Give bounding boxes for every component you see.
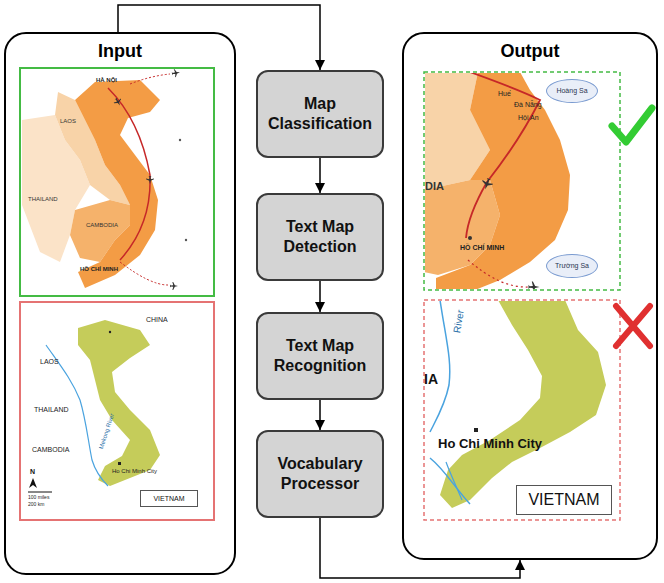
node-label: VIETNAM: [153, 495, 184, 503]
map-label: River: [452, 309, 466, 334]
output-panel: OutputHoàng Sa Trường Sa VIETNAM: [402, 32, 658, 560]
process-box: Vocabulary Processor: [256, 430, 384, 518]
map-label: Ho Chi Minh City: [112, 468, 157, 474]
node-label: VIETNAM: [528, 491, 599, 509]
process-box: Text Map Recognition: [256, 312, 384, 400]
map-label: LAOS: [40, 358, 59, 365]
map-label: Huế: [498, 90, 511, 97]
node-label: Text Map Recognition: [264, 336, 376, 376]
process-box: Text Map Detection: [256, 193, 384, 281]
green-map-crop: [430, 301, 606, 508]
green-map: [28, 320, 160, 492]
map-label: 100 miles: [28, 495, 49, 500]
flow-arrow: [118, 5, 320, 70]
island-oval: Hoàng Sa: [546, 79, 598, 103]
orange-map: [22, 69, 187, 290]
map-label: THAILAND: [34, 406, 69, 413]
map-title-box: VIETNAM: [140, 490, 198, 507]
map-label: Mekong River: [98, 413, 115, 450]
map-label: HÀ NỘI: [96, 77, 117, 83]
map-label: CHINA: [146, 316, 168, 323]
map-label: Đà Nẵng: [514, 101, 542, 108]
map-label: LAOS: [60, 118, 76, 124]
check-mark: [612, 108, 652, 142]
map-label: CAMBODIA: [32, 446, 69, 453]
flow-arrow: [319, 158, 321, 193]
map-label: 200 km: [28, 502, 44, 507]
process-box: Map Classification: [256, 70, 384, 158]
node-label: Hoàng Sa: [556, 87, 587, 95]
cross-mark: [616, 306, 650, 346]
node-label: Trường Sa: [555, 262, 589, 270]
panel-title: Input: [6, 41, 234, 62]
input-panel: InputVIETNAM: [4, 32, 236, 575]
map-label: N: [30, 468, 35, 475]
flow-arrow: [319, 281, 321, 312]
flow-arrow: [320, 518, 520, 578]
map-label: IA: [424, 372, 438, 386]
island-oval: Trường Sa: [546, 254, 598, 278]
flow-arrow: [319, 400, 321, 430]
node-label: Text Map Detection: [264, 217, 376, 257]
map-label: CAMBODIA: [86, 222, 118, 228]
node-label: Map Classification: [264, 94, 376, 134]
map-label: HỒ CHÍ MINH: [80, 266, 118, 272]
node-label: Vocabulary Processor: [264, 454, 376, 494]
map-label: Hội An: [518, 114, 539, 121]
map-label: DIA: [425, 181, 444, 192]
map-label: THAILAND: [28, 196, 58, 202]
map-label: Ho Chi Minh City: [438, 437, 542, 450]
map-title-box: VIETNAM: [516, 485, 612, 515]
map-label: HỒ CHÍ MINH: [460, 244, 504, 251]
panel-title: Output: [404, 41, 656, 62]
orange-map-crop: [425, 73, 570, 289]
